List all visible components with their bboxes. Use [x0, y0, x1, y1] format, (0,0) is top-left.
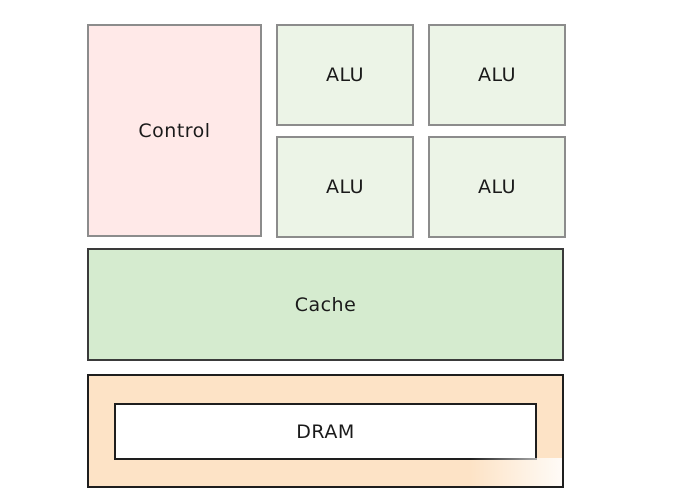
alu-block-1: ALU [276, 24, 414, 126]
control-block: Control [87, 24, 262, 237]
corner-fade [470, 458, 562, 486]
alu-label-2: ALU [477, 64, 517, 86]
alu-block-4: ALU [428, 136, 566, 238]
control-label: Control [138, 119, 211, 142]
cache-label: Cache [294, 293, 357, 316]
alu-label-1: ALU [325, 64, 365, 86]
alu-label-4: ALU [477, 176, 517, 198]
alu-block-2: ALU [428, 24, 566, 126]
dram-label: DRAM [296, 420, 355, 443]
alu-block-3: ALU [276, 136, 414, 238]
alu-label-3: ALU [325, 176, 365, 198]
cache-block: Cache [87, 248, 564, 361]
dram-block: DRAM [114, 403, 537, 460]
